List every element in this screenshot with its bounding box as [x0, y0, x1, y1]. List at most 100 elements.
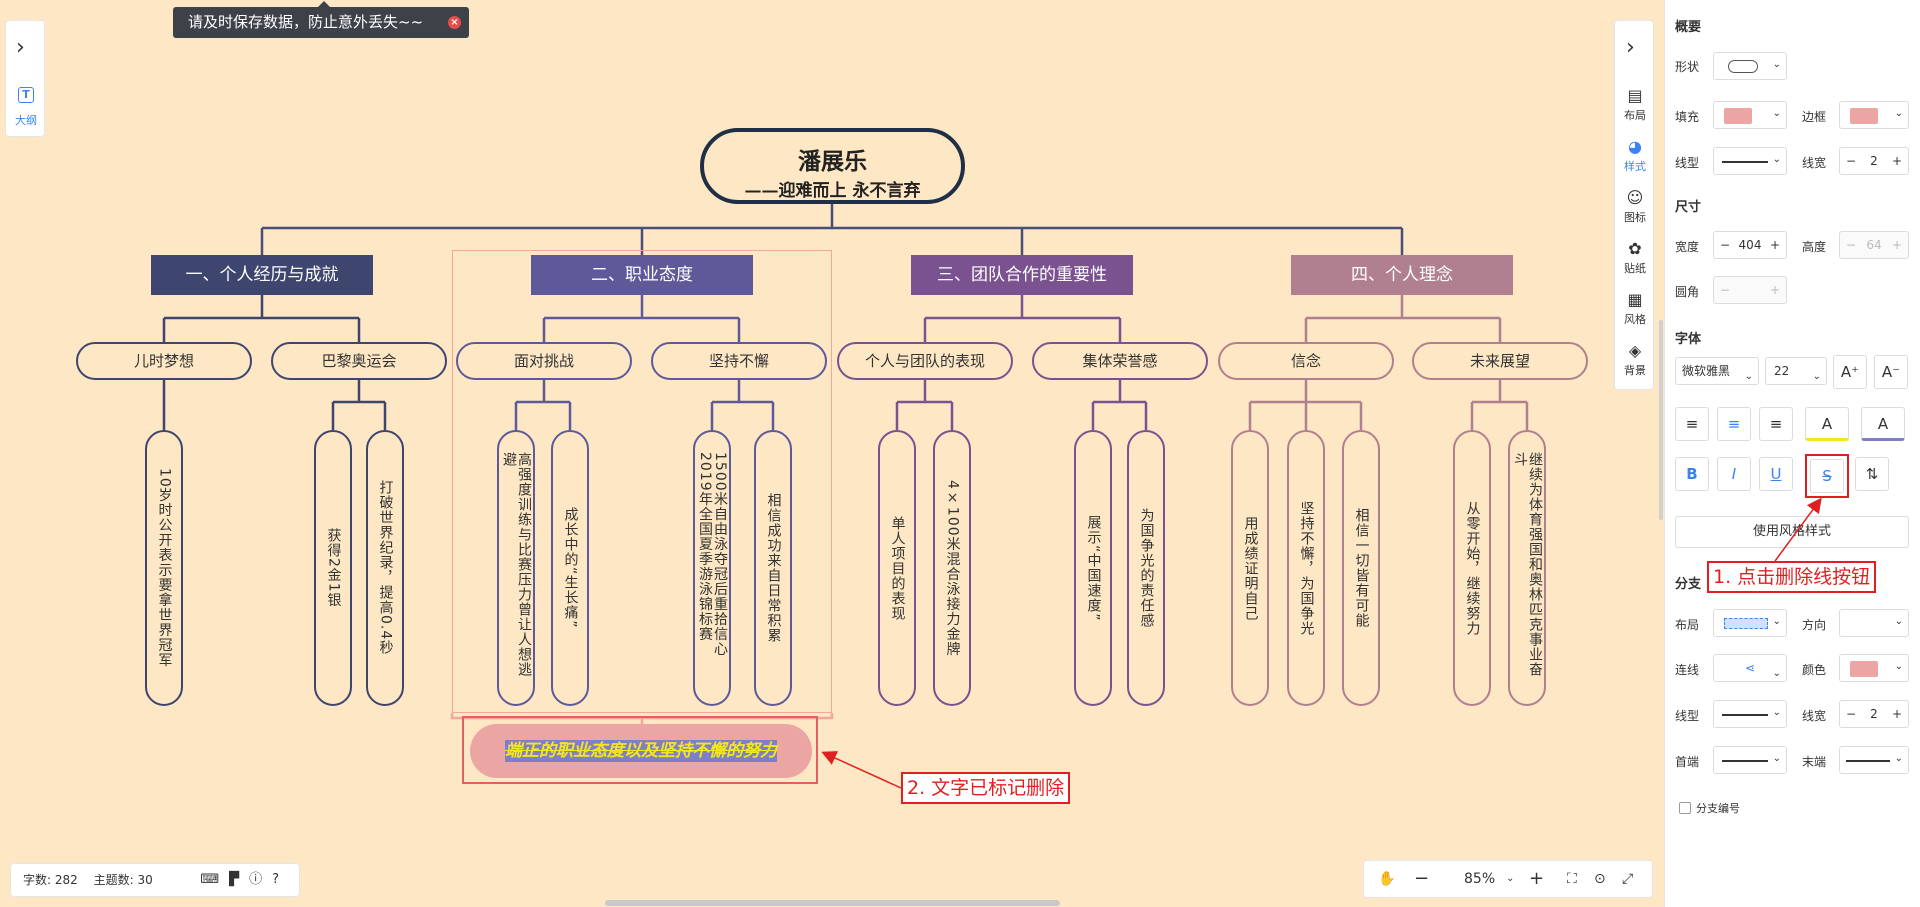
plus-icon[interactable]: + [1769, 238, 1780, 252]
subtopic[interactable]: 未来展望 [1412, 342, 1588, 380]
italic-button[interactable]: I [1717, 457, 1751, 491]
zoom-out-button[interactable]: − [1414, 868, 1430, 889]
root-topic[interactable]: 潘展乐 ——迎难而上 永不言弃 [700, 128, 965, 204]
fullscreen-icon[interactable]: ⤢ [1622, 871, 1634, 887]
background-tab[interactable]: ◈背景 [1615, 340, 1655, 378]
branch-line-width-stepper[interactable]: −2+ [1839, 700, 1909, 728]
underline-button[interactable]: U [1759, 457, 1793, 491]
minus-icon: − [1720, 283, 1731, 297]
font-family-select[interactable]: 微软雅黑⌄ [1675, 357, 1759, 385]
height-value: 64 [1866, 238, 1882, 252]
help-icon[interactable]: ? [272, 872, 289, 887]
font-grow-button[interactable]: A⁺ [1833, 355, 1867, 389]
zoom-level[interactable]: 85% [1464, 871, 1496, 887]
leaf-topic[interactable]: 获得2金1银 [314, 430, 352, 706]
branch-color-select[interactable]: ⌄ [1839, 654, 1909, 682]
subtopic[interactable]: 儿时梦想 [76, 342, 252, 380]
use-style-button[interactable]: 使用风格样式 [1675, 516, 1909, 548]
outline-label[interactable]: 大纲 [15, 114, 37, 127]
expand-chevron-icon[interactable]: › [16, 35, 25, 60]
leaf-topic[interactable]: 为国争光的责任感 [1127, 430, 1165, 706]
leaf-topic[interactable]: 用成绩证明自己 [1231, 430, 1269, 706]
hand-icon[interactable]: ✋ [1378, 871, 1396, 887]
minus-icon[interactable]: − [1720, 238, 1731, 252]
branch-topic-label: 一、个人经历与成就 [185, 265, 339, 285]
width-stepper[interactable]: −404+ [1713, 231, 1787, 259]
leaf-topic[interactable]: 10岁时公开表示要拿世界冠军 [145, 430, 183, 706]
branch-topic[interactable]: 四、个人理念 [1291, 255, 1513, 295]
vertical-scrollbar[interactable] [1659, 320, 1663, 520]
chevron-down-icon[interactable]: ⌄ [1506, 873, 1515, 884]
minus-icon[interactable]: − [1846, 154, 1857, 168]
leaf-topic[interactable]: 打破世界纪录，提高0.4秒 [366, 430, 404, 706]
align-right-button[interactable]: ≡ [1759, 407, 1793, 441]
branch-topic[interactable]: 二、职业态度 [531, 255, 753, 295]
subtopic[interactable]: 集体荣誉感 [1032, 342, 1208, 380]
layout-tab[interactable]: ▤布局 [1615, 85, 1655, 123]
leaf-topic[interactable]: 从零开始，继续努力 [1453, 430, 1491, 706]
leaf-topic[interactable]: 坚持不懈，为国争光 [1287, 430, 1325, 706]
chevron-down-icon: ⌄ [1812, 371, 1821, 382]
leaf-topic[interactable]: 1500米自由泳夺冠后重拾信心 2019年全国夏季游泳锦标赛 [693, 430, 731, 706]
highlight-color-button[interactable]: A [1861, 407, 1905, 441]
layout-select[interactable]: ⌄ [1713, 609, 1787, 637]
outline-icon[interactable]: T [18, 87, 34, 103]
sticker-tab[interactable]: ✿贴纸 [1615, 238, 1655, 276]
branch-topic[interactable]: 三、团队合作的重要性 [911, 255, 1133, 295]
keyboard-icon[interactable]: ⌨ [200, 872, 230, 887]
align-center-button[interactable]: ≡ [1717, 407, 1751, 441]
horizontal-scrollbar[interactable] [605, 900, 1060, 906]
close-icon[interactable]: × [448, 16, 461, 29]
font-shrink-button[interactable]: A⁻ [1874, 355, 1908, 389]
summary-topic[interactable]: 端正的职业态度以及坚持不懈的努力 [470, 724, 812, 778]
mindmap-canvas[interactable]: 请及时保存数据，防止意外丢失~~ × › T 大纲 › ▤布局 ◕样式 ☺图标 … [0, 0, 1664, 907]
shape-select[interactable]: ⌄ [1713, 52, 1787, 80]
end-select[interactable]: ⌄ [1839, 746, 1909, 774]
connector-select[interactable]: ⋖⌄ [1713, 654, 1787, 682]
leaf-topic[interactable]: 展示“中国速度” [1074, 430, 1112, 706]
branch-numbering-checkbox[interactable] [1679, 802, 1691, 814]
info-icon[interactable]: ⓘ [249, 872, 273, 887]
zoom-in-button[interactable]: + [1529, 868, 1545, 889]
border-color-select[interactable]: ⌄ [1839, 101, 1909, 129]
leaf-topic[interactable]: 单人项目的表现 [878, 430, 916, 706]
start-end-select[interactable]: ⌄ [1713, 746, 1787, 774]
leaf-topic[interactable]: 高强度训练与比赛压力曾让人想逃避 [497, 430, 535, 706]
subtopic[interactable]: 巴黎奥运会 [271, 342, 447, 380]
subtopic[interactable]: 信念 [1218, 342, 1394, 380]
branch-topic[interactable]: 一、个人经历与成就 [151, 255, 373, 295]
direction-select[interactable]: ⌄ [1839, 609, 1909, 637]
theme-tab[interactable]: ▦风格 [1615, 289, 1655, 327]
line-width-stepper[interactable]: −2+ [1839, 147, 1909, 175]
line-type-select[interactable]: ⌄ [1713, 147, 1787, 175]
branch-numbering-label[interactable]: 分支编号 [1696, 802, 1740, 815]
locate-icon[interactable]: ⊙ [1594, 871, 1606, 887]
leaf-topic[interactable]: 继续为体育强国和奥林匹克事业奋斗 [1508, 430, 1546, 706]
strikethrough-highlight-box [1805, 454, 1849, 498]
fit-icon[interactable]: ⛶ [1567, 871, 1577, 887]
minimap-icon[interactable]: ▛ [229, 872, 250, 887]
text-color-button[interactable]: A [1805, 407, 1849, 441]
bold-button[interactable]: B [1675, 457, 1709, 491]
font-size-select[interactable]: 22⌄ [1765, 357, 1827, 385]
style-tab[interactable]: ◕样式 [1615, 136, 1655, 174]
leaf-topic[interactable]: 相信成功来自日常积累 [754, 430, 792, 706]
subtopic[interactable]: 面对挑战 [456, 342, 632, 380]
subtopic[interactable]: 坚持不懈 [651, 342, 827, 380]
left-panel: › T 大纲 [5, 20, 45, 137]
align-left-button[interactable]: ≡ [1675, 407, 1709, 441]
leaf-topic-label: 获得2金1银 [325, 528, 342, 608]
subtopic[interactable]: 个人与团队的表现 [837, 342, 1013, 380]
icon-tab[interactable]: ☺图标 [1615, 187, 1655, 225]
leaf-topic[interactable]: 成长中的“生长痛” [551, 430, 589, 706]
collapse-chevron-icon[interactable]: › [1626, 35, 1635, 60]
leaf-topic[interactable]: 相信一切皆有可能 [1342, 430, 1380, 706]
fill-color-select[interactable]: ⌄ [1713, 101, 1787, 129]
branch-line-type-select[interactable]: ⌄ [1713, 700, 1787, 728]
minus-icon[interactable]: − [1846, 707, 1857, 721]
strikethrough-button[interactable]: S [1810, 459, 1844, 493]
plus-icon[interactable]: + [1891, 707, 1902, 721]
sort-button[interactable]: ⇅ [1855, 457, 1889, 491]
leaf-topic[interactable]: 4×100米混合泳接力金牌 [933, 430, 971, 706]
plus-icon[interactable]: + [1891, 154, 1902, 168]
